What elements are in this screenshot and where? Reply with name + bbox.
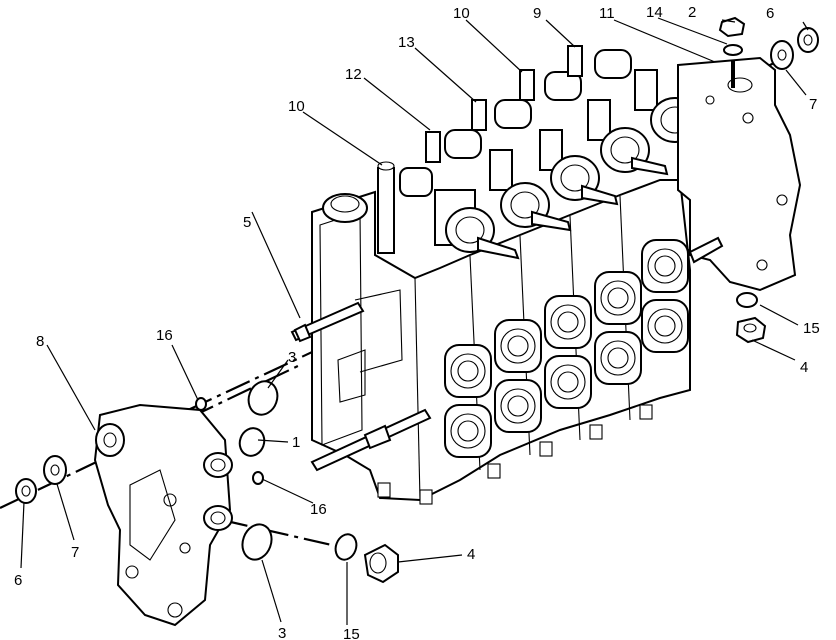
callout-14: 14 [646, 4, 663, 21]
work-ports [444, 239, 689, 458]
callout-4-right: 4 [800, 359, 808, 376]
callout-4-left: 4 [467, 546, 475, 563]
callout-9: 9 [533, 5, 541, 22]
callout-3-upper: 3 [288, 349, 296, 366]
callout-13: 13 [398, 34, 415, 51]
right-end-bracket [677, 56, 802, 292]
callout-15-left: 15 [343, 626, 360, 640]
tie-rods [290, 301, 432, 472]
callout-7-left: 7 [71, 544, 79, 561]
callout-11: 11 [599, 5, 615, 22]
leader-lines [20, 17, 809, 625]
callout-8: 8 [36, 333, 44, 350]
small-parts [15, 16, 819, 584]
callout-3-lower: 3 [278, 625, 286, 640]
left-end-bracket [93, 403, 233, 627]
callout-15-right: 15 [803, 320, 820, 337]
callout-10-top: 10 [453, 5, 470, 22]
callout-6-left: 6 [14, 572, 22, 589]
callout-10-left: 10 [288, 98, 305, 115]
callout-16-upper: 16 [156, 327, 173, 344]
callout-12: 12 [345, 66, 362, 83]
callout-5: 5 [243, 214, 251, 231]
callout-2: 2 [688, 4, 696, 21]
callout-labels: 1 2 3 3 4 4 5 6 6 7 7 8 9 10 10 11 12 13… [14, 4, 820, 640]
spool-sections [377, 45, 718, 260]
callout-7-right: 7 [809, 96, 817, 113]
callout-1: 1 [292, 434, 300, 451]
callout-6-right: 6 [766, 5, 774, 22]
callout-16-lower: 16 [310, 501, 327, 518]
